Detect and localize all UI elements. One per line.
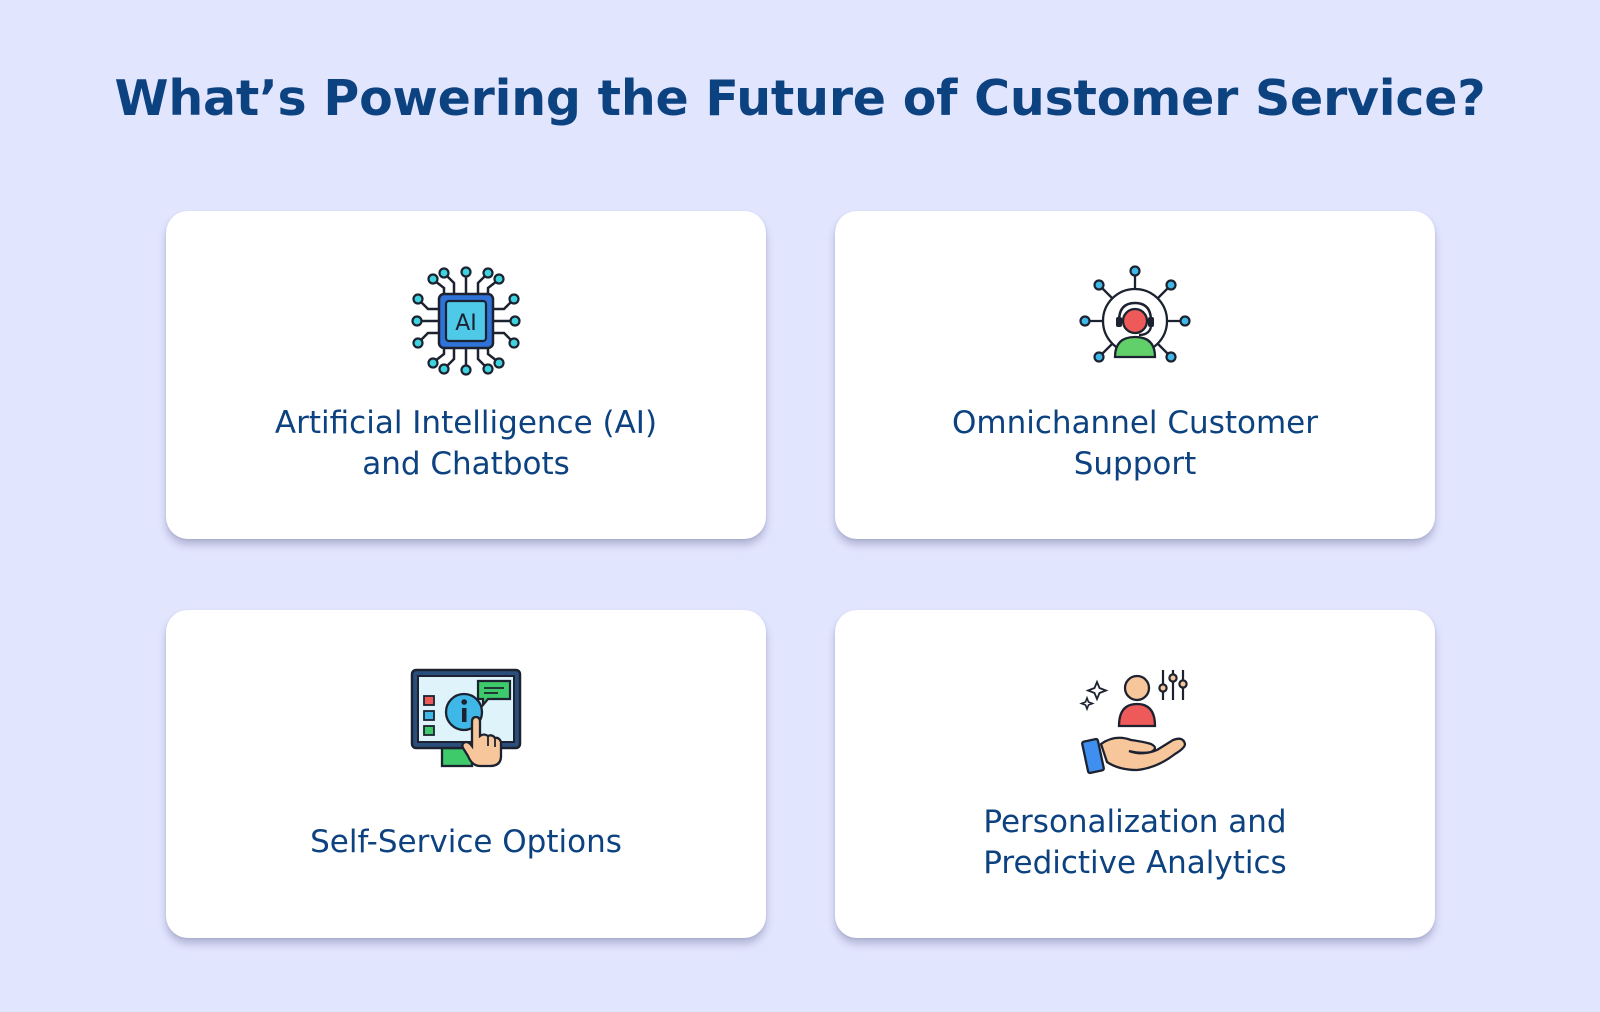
card-label-line: Support [1073, 446, 1197, 482]
card-label-line: Artificial Intelligence (AI) [274, 405, 658, 441]
card-self-service: Self-Service Options [166, 610, 766, 938]
personalization-hand-icon [835, 660, 1435, 780]
card-label: Personalization and Predictive Analytics [875, 802, 1395, 884]
card-label-line: Personalization and [983, 804, 1287, 840]
card-label: Omnichannel Customer Support [875, 403, 1395, 485]
omnichannel-agent-icon [835, 261, 1435, 381]
card-label: Artificial Intelligence (AI) and Chatbot… [206, 403, 726, 485]
page-title: What’s Powering the Future of Customer S… [114, 70, 1486, 127]
card-label-line: Predictive Analytics [983, 845, 1287, 881]
card-label: Self-Service Options [206, 822, 726, 863]
card-label-line: and Chatbots [362, 446, 570, 482]
ai-chip-icon: AI [166, 261, 766, 381]
card-label-line: Omnichannel Customer [952, 405, 1318, 441]
ai-chip-label: AI [455, 311, 477, 336]
self-service-screen-icon [166, 660, 766, 780]
card-omnichannel: Omnichannel Customer Support [835, 211, 1435, 539]
card-ai-chatbots: AI Artificial Intelligence (AI) and Chat… [166, 211, 766, 539]
card-personalization: Personalization and Predictive Analytics [835, 610, 1435, 938]
card-label-line: Self-Service Options [310, 824, 622, 860]
